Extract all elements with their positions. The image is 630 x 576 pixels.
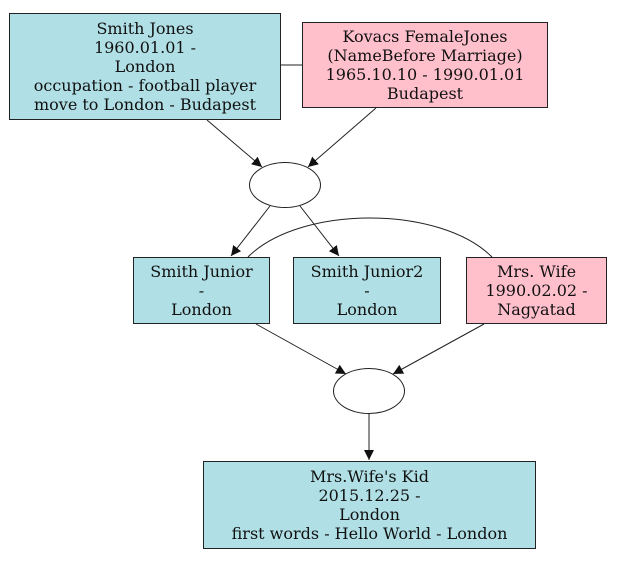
person-node-smith-junior[interactable]: Smith Junior - London <box>133 257 270 324</box>
edge-smith-jones-to-union1 <box>206 119 263 168</box>
person-first-words: first words - Hello World - London <box>231 524 508 543</box>
person-name: Smith Junior <box>150 262 253 281</box>
edge-mrs-wife-to-union2 <box>392 323 485 375</box>
person-birth: 1990.02.02 - <box>485 281 588 300</box>
person-birth: 2015.12.25 - <box>318 486 421 505</box>
union-node-parents[interactable] <box>249 162 321 208</box>
edge-kovacs-to-union1 <box>307 107 377 168</box>
person-place: Budapest <box>386 84 464 103</box>
person-place: London <box>339 505 400 524</box>
person-dates: - <box>198 281 205 300</box>
person-node-kovacs[interactable]: Kovacs FemaleJones (NameBefore Marriage)… <box>302 22 548 108</box>
person-node-kid[interactable]: Mrs.Wife's Kid 2015.12.25 - London first… <box>203 461 536 549</box>
person-dates: - <box>364 281 370 300</box>
person-node-smith-junior2[interactable]: Smith Junior2 - London <box>293 257 441 324</box>
union-node-junior-wife[interactable] <box>333 368 405 414</box>
person-place: London <box>336 300 398 319</box>
person-name: Mrs. Wife <box>496 262 577 281</box>
person-occupation: occupation - football player <box>33 76 257 95</box>
person-place: London <box>171 300 232 319</box>
edge-smith-junior-to-union2 <box>255 323 347 375</box>
person-place: London <box>114 57 176 76</box>
person-place: Nagyatad <box>497 300 576 319</box>
edge-union1-to-smith-junior <box>230 205 271 257</box>
person-birth: 1960.01.01 - <box>93 38 197 57</box>
person-name: Smith Jones <box>96 19 194 38</box>
person-node-smith-jones[interactable]: Smith Jones 1960.01.01 - London occupati… <box>9 13 281 120</box>
edge-union1-to-smith-junior2 <box>299 205 340 257</box>
person-name: Mrs.Wife's Kid <box>309 467 429 486</box>
person-dates: 1965.10.10 - 1990.01.01 <box>325 65 525 84</box>
person-maiden-note: (NameBefore Marriage) <box>327 46 523 65</box>
person-name: Smith Junior2 <box>310 262 424 281</box>
person-move: move to London - Budapest <box>33 95 257 114</box>
person-name: Kovacs FemaleJones <box>342 27 508 46</box>
person-node-mrs-wife[interactable]: Mrs. Wife 1990.02.02 - Nagyatad <box>466 257 607 324</box>
spouse-curve-junior-wife <box>247 217 493 258</box>
